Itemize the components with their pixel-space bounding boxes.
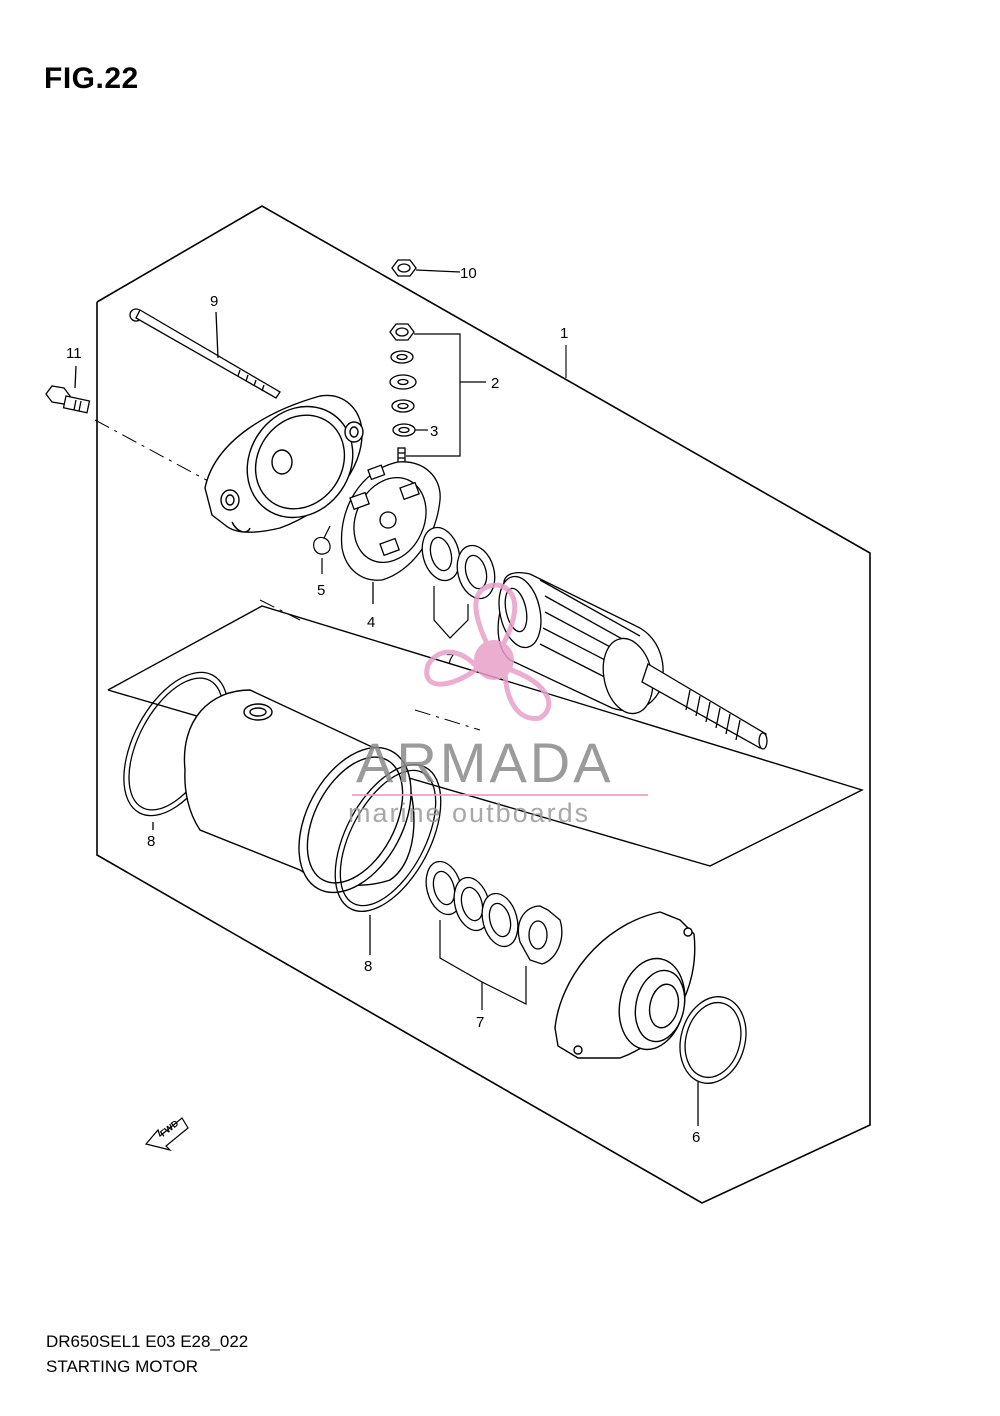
armature: [497, 572, 768, 750]
front-housing: [554, 911, 696, 1059]
figure-title: FIG.22: [44, 62, 139, 95]
through-bolt-part-9: [129, 308, 281, 399]
fwd-marker: FWD: [144, 1117, 189, 1152]
fwd-arrow-icon: [144, 1117, 189, 1152]
propeller-logo-icon: [424, 582, 552, 721]
callout-labels: 10 9 1 11 2 3 5 4 7 8 8 7 6: [66, 265, 700, 1146]
rear-cover: [204, 394, 364, 533]
watermark-tagline: marine outboards: [348, 798, 590, 828]
axis-lines: [94, 419, 481, 731]
assembly-box: [96, 205, 871, 1204]
callout-7-lower: 7: [476, 1014, 484, 1031]
washers-part-7-upper: [421, 526, 496, 600]
o-ring-part-8-right: [334, 764, 442, 955]
washers-part-7-lower: [425, 860, 563, 965]
callout-3: 3: [430, 423, 438, 440]
footer-diagram-code: DR650SEL1 E03 E28_022: [46, 1332, 249, 1351]
callout-10: 10: [460, 265, 477, 282]
armada-watermark: ARMADA marine outboards: [348, 582, 648, 828]
callout-11: 11: [66, 345, 82, 362]
callout-5: 5: [317, 582, 325, 599]
bracket-part-7-lower: [439, 920, 527, 1010]
bracket-part-2: [406, 333, 486, 457]
terminal-part-5: [313, 525, 331, 574]
callout-8-left: 8: [147, 833, 155, 850]
bolt-part-11: [45, 365, 91, 414]
callout-6: 6: [692, 1129, 700, 1146]
callout-8-right: 8: [364, 958, 372, 975]
brush-holder-part-4: [340, 461, 441, 604]
terminal-stack-part-2: [389, 323, 417, 475]
propeller-hub-icon: [474, 640, 514, 680]
nut-part-10: [391, 259, 461, 277]
callout-9: 9: [210, 293, 218, 310]
o-ring-part-6: [679, 996, 747, 1126]
watermark-brand: ARMADA: [356, 731, 614, 794]
callout-1: 1: [560, 325, 568, 342]
bracket-part-7-upper: [433, 586, 469, 639]
callout-7-upper: 7: [446, 651, 454, 668]
callout-4: 4: [367, 614, 375, 631]
yoke-box: [107, 605, 864, 867]
callout-2: 2: [491, 375, 499, 392]
footer-assembly-name: STARTING MOTOR: [46, 1357, 199, 1376]
